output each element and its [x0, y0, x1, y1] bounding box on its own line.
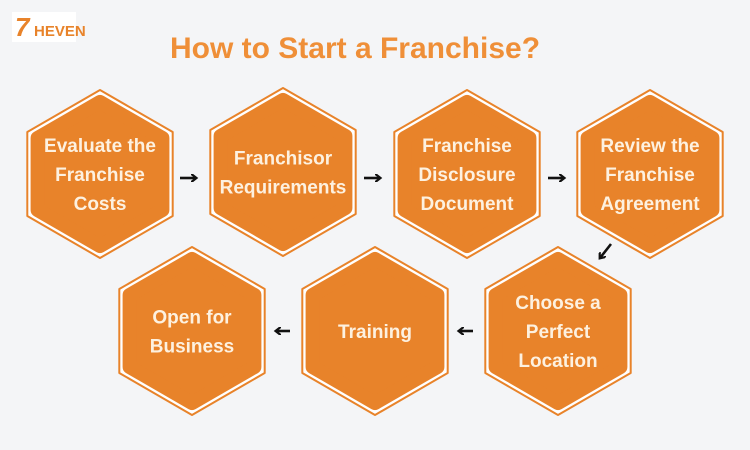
step-label-line: Document: [421, 194, 515, 215]
step-label-line: Location: [518, 351, 597, 372]
step-label-line: Review the: [600, 136, 699, 157]
step-label-line: Perfect: [526, 322, 591, 343]
step-label-line: Costs: [74, 194, 127, 215]
hexagon-fill: [305, 252, 445, 410]
hexagon-fill: [488, 252, 628, 410]
step-label-line: Choose a: [515, 293, 601, 314]
step-label-line: Business: [150, 337, 234, 358]
step-label-line: Franchisor: [234, 149, 333, 170]
step-label-line: Training: [338, 322, 412, 343]
title-text: How to Start a Franchise?: [169, 32, 541, 65]
hexagon-fill: [580, 95, 720, 253]
logo-number: 7: [15, 12, 30, 42]
step-label-line: Franchise: [422, 136, 512, 157]
page-title: How to Start a Franchise?: [0, 32, 750, 66]
arrow-icon: [600, 243, 613, 258]
hexagon-fill: [397, 95, 537, 253]
brand-logo: 7 HEVEN: [12, 12, 86, 42]
hexagon-fill: [30, 95, 170, 253]
step-label-line: Evaluate the: [44, 136, 156, 157]
step-label-line: Franchise: [605, 165, 695, 186]
hexagon-fill: [122, 252, 262, 410]
logo-word: HEVEN: [34, 23, 86, 40]
step-label-line: Open for: [152, 308, 232, 329]
step-label-line: Franchise: [55, 165, 145, 186]
step-label-line: Requirements: [220, 178, 347, 199]
step-label-line: Agreement: [600, 194, 700, 215]
hexagon-fill: [213, 93, 353, 251]
step-hexagon-6: Training: [301, 246, 449, 416]
step-label-line: Disclosure: [418, 165, 515, 186]
